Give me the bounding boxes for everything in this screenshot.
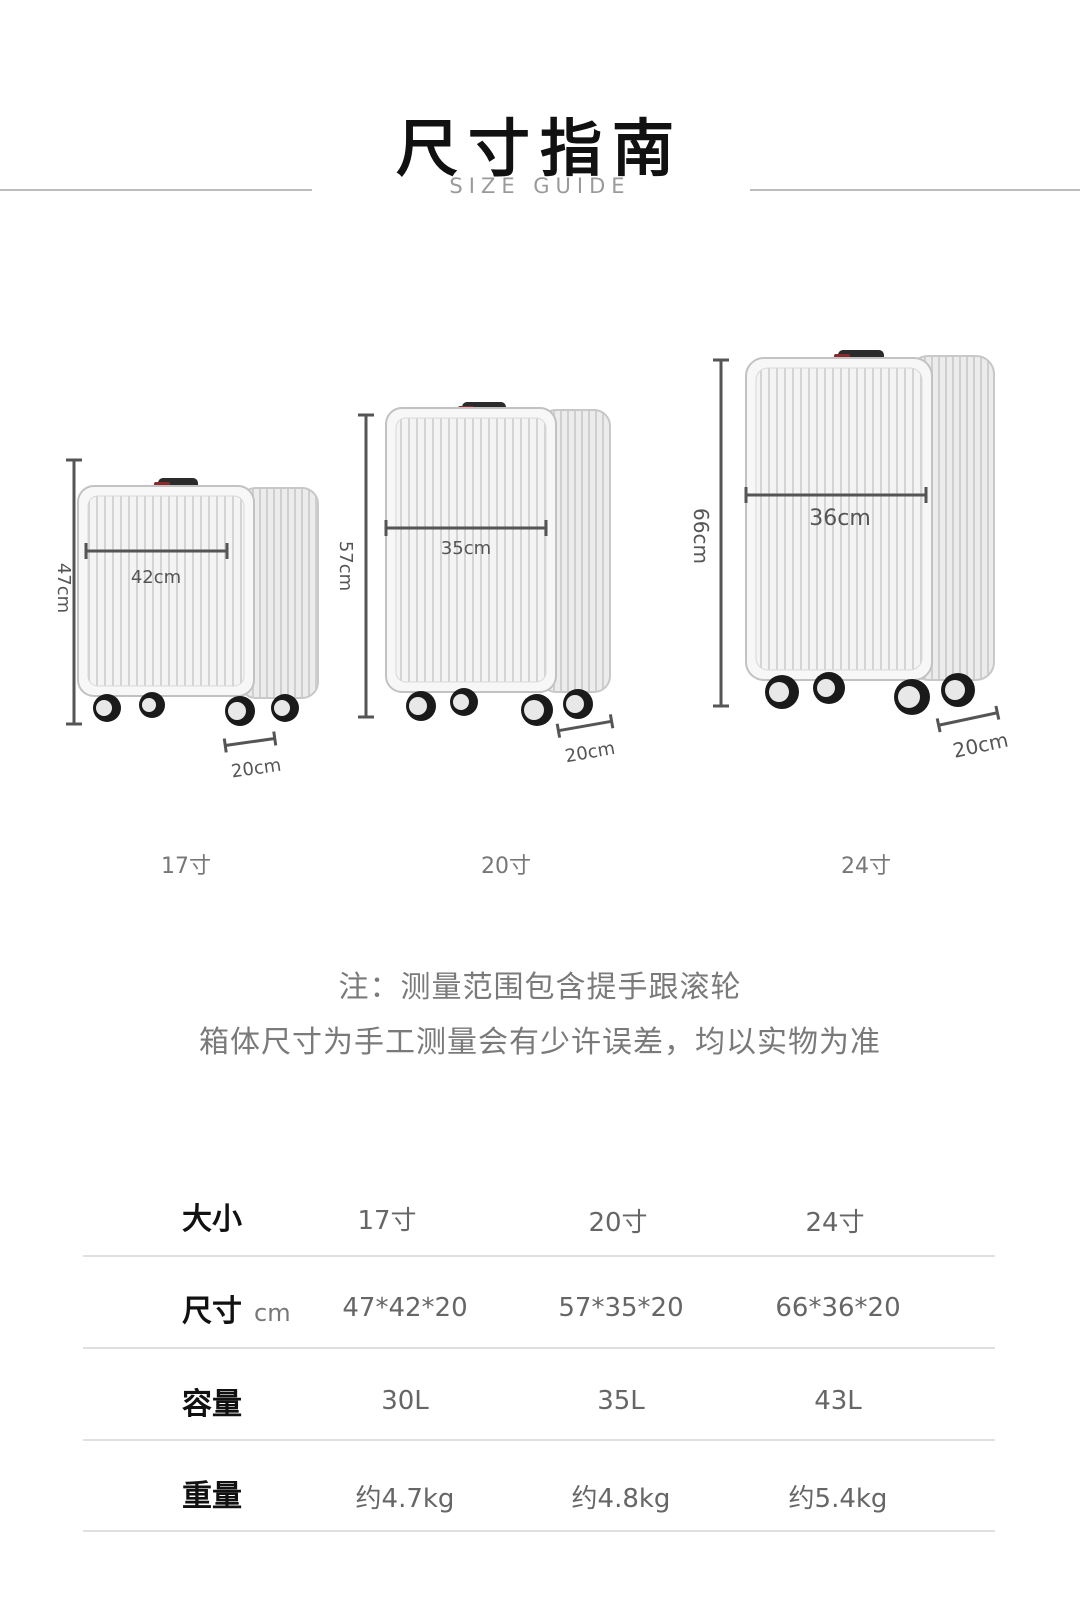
size-label-17: 17寸 [161,854,211,879]
size-label-20: 20寸 [481,854,531,879]
dim-height-24: 66cm [689,508,713,564]
page-title: 尺寸指南 [395,112,684,185]
row-head-weight-label: 重量 [182,1479,242,1514]
dim-depth-20: 20cm [563,738,616,767]
row-head-size-label: 大小 [182,1202,242,1237]
cell-dim-20: 57*35*20 [558,1293,684,1323]
page-subtitle: SIZE GUIDE [449,174,631,198]
size-label-24: 24寸 [841,854,891,879]
title-rule-left [0,189,312,191]
row-head-dimensions-label: 尺寸 [182,1294,242,1329]
cell-cap-20: 35L [597,1386,645,1416]
cell-size-17: 17寸 [357,1206,417,1236]
row-head-capacity-label: 容量 [182,1387,242,1422]
cell-dim-24: 66*36*20 [775,1293,901,1323]
cell-size-20: 20寸 [588,1208,648,1238]
title-rule-right [750,189,1080,191]
dim-width-17: 42cm [131,567,181,588]
suitcase-illustrations: 47cm 42cm 20cm 57cm 35cm 20cm [53,350,1011,783]
cell-weight-17: 约4.7kg [355,1484,455,1514]
note-line-1: 注：测量范围包含提手跟滚轮 [338,970,742,1005]
dim-depth-17: 20cm [230,755,283,783]
table-divider [83,1530,995,1532]
row-head-capacity: 容量 [182,1379,242,1423]
dim-height-20: 57cm [335,541,356,591]
row-head-size: 大小 [182,1194,242,1238]
note-line-2: 箱体尺寸为手工测量会有少许误差，均以实物为准 [199,1025,881,1060]
cell-cap-17: 30L [381,1386,429,1416]
table-divider [83,1439,995,1441]
row-head-weight: 重量 [182,1471,242,1515]
dim-width-24: 36cm [809,506,871,531]
table-divider [83,1255,995,1257]
dim-width-20: 35cm [441,538,491,559]
dim-depth-24: 20cm [951,728,1011,763]
row-head-dimensions: 尺寸 cm [182,1286,291,1330]
cell-dim-17: 47*42*20 [342,1293,468,1323]
cell-weight-24: 约5.4kg [788,1484,888,1514]
suitcase-24 [713,350,1001,733]
suitcase-20 [358,402,615,738]
cell-size-24: 24寸 [805,1208,865,1238]
dim-height-17: 47cm [53,563,74,613]
cell-cap-24: 43L [814,1386,862,1416]
cell-weight-20: 约4.8kg [571,1484,671,1514]
row-head-dimensions-unit: cm [254,1299,291,1327]
suitcase-17 [66,458,319,753]
table-divider [83,1347,995,1349]
